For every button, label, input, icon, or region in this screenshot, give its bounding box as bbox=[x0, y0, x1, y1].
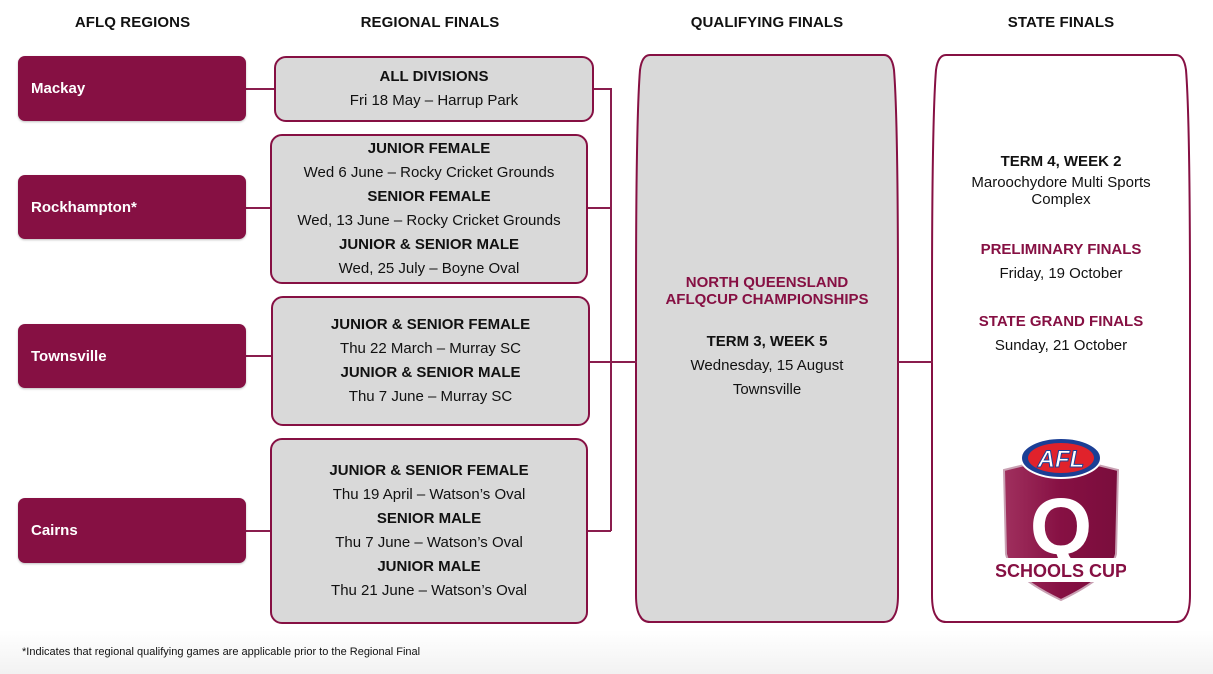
schools-cup-text: SCHOOLS CUP bbox=[996, 561, 1126, 581]
state-venue-line1: Maroochydore Multi Sports bbox=[971, 174, 1151, 191]
connector-townsville bbox=[244, 355, 272, 357]
division-date-venue: Thu 19 April – Watson’s Oval bbox=[332, 486, 526, 503]
qualifying-finals-frame bbox=[635, 54, 899, 623]
region-cairns: Cairns bbox=[18, 498, 246, 563]
region-label: Cairns bbox=[31, 522, 78, 539]
connector-to-state bbox=[898, 361, 933, 363]
schools-cup-band bbox=[1002, 558, 1120, 582]
region-label: Mackay bbox=[31, 80, 86, 97]
qualifying-date: Wednesday, 15 August bbox=[690, 357, 844, 374]
division-date-venue: Thu 7 June – Murray SC bbox=[348, 388, 513, 405]
region-townsville: Townsville bbox=[18, 324, 246, 388]
connector-to-qualifying bbox=[610, 361, 637, 363]
connector-rf-townsville bbox=[589, 361, 611, 363]
regional-final-cairns: JUNIOR & SENIOR FEMALE Thu 19 April – Wa… bbox=[270, 438, 588, 624]
connector-rockhampton bbox=[246, 207, 271, 209]
region-mackay: Mackay bbox=[18, 56, 246, 121]
division-title: ALL DIVISIONS bbox=[379, 68, 489, 85]
region-label: Townsville bbox=[31, 347, 107, 365]
connector-rf-mackay bbox=[593, 88, 611, 90]
afl-q-schools-cup-logo: AFL Q SCHOOLS CUP bbox=[996, 437, 1126, 602]
connector-rf-rockhampton bbox=[587, 207, 611, 209]
q-letter: Q bbox=[1030, 482, 1092, 571]
division-date-venue: Wed 6 June – Rocky Cricket Grounds bbox=[303, 164, 555, 181]
division-date-venue: Thu 7 June – Watson’s Oval bbox=[335, 534, 523, 551]
state-term: TERM 4, WEEK 2 bbox=[1000, 153, 1122, 170]
header-aflq-regions: AFLQ REGIONS bbox=[74, 14, 191, 31]
background-fade bbox=[0, 630, 1213, 674]
footnote: *Indicates that regional qualifying game… bbox=[22, 646, 421, 658]
preliminary-finals-date: Friday, 19 October bbox=[999, 265, 1123, 282]
division-date-venue: Wed, 13 June – Rocky Cricket Grounds bbox=[297, 212, 561, 229]
division-title: JUNIOR FEMALE bbox=[367, 140, 491, 157]
state-grand-finals-title: STATE GRAND FINALS bbox=[978, 313, 1144, 330]
connector-mackay bbox=[246, 88, 274, 90]
division-date-venue: Thu 21 June – Watson’s Oval bbox=[331, 582, 527, 599]
division-date-venue: Thu 22 March – Murray SC bbox=[340, 340, 521, 357]
connector-cairns bbox=[244, 530, 271, 532]
regional-final-townsville: JUNIOR & SENIOR FEMALE Thu 22 March – Mu… bbox=[271, 296, 590, 426]
state-venue-line2: Complex bbox=[1031, 191, 1091, 208]
division-title: SENIOR FEMALE bbox=[367, 188, 491, 205]
state-finals-frame bbox=[931, 54, 1191, 623]
qualifying-venue: Townsville bbox=[732, 381, 802, 398]
state-finals-content: TERM 4, WEEK 2 Maroochydore Multi Sports… bbox=[932, 150, 1190, 358]
header-state-finals: STATE FINALS bbox=[1007, 14, 1115, 31]
division-title: JUNIOR & SENIOR MALE bbox=[338, 236, 519, 253]
regional-final-rockhampton: JUNIOR FEMALE Wed 6 June – Rocky Cricket… bbox=[270, 134, 588, 284]
division-title: JUNIOR & SENIOR FEMALE bbox=[330, 316, 531, 333]
regional-final-mackay: ALL DIVISIONS Fri 18 May – Harrup Park bbox=[274, 56, 594, 122]
division-title: JUNIOR & SENIOR MALE bbox=[340, 364, 521, 381]
division-date-venue: Fri 18 May – Harrup Park bbox=[349, 92, 519, 109]
qualifying-finals-content: NORTH QUEENSLAND AFLQCUP CHAMPIONSHIPS T… bbox=[636, 274, 898, 402]
header-qualifying-finals: QUALIFYING FINALS bbox=[690, 14, 844, 31]
division-title: JUNIOR & SENIOR FEMALE bbox=[329, 462, 529, 479]
region-label: Rockhampton* bbox=[31, 198, 137, 216]
championship-title-line2: AFLQCUP CHAMPIONSHIPS bbox=[665, 291, 869, 308]
division-title: SENIOR MALE bbox=[376, 510, 482, 527]
championship-title-line1: NORTH QUEENSLAND bbox=[685, 274, 849, 291]
qualifying-term: TERM 3, WEEK 5 bbox=[706, 333, 828, 350]
connector-bus bbox=[610, 88, 612, 531]
division-title: JUNIOR MALE bbox=[377, 558, 481, 575]
afl-text: AFL bbox=[1037, 446, 1085, 473]
state-grand-finals-date: Sunday, 21 October bbox=[994, 337, 1128, 354]
connector-rf-cairns bbox=[587, 530, 611, 532]
region-rockhampton: Rockhampton* bbox=[18, 175, 246, 239]
header-regional-finals: REGIONAL FINALS bbox=[360, 14, 500, 31]
preliminary-finals-title: PRELIMINARY FINALS bbox=[980, 241, 1142, 258]
division-date-venue: Wed, 25 July – Boyne Oval bbox=[338, 260, 520, 277]
